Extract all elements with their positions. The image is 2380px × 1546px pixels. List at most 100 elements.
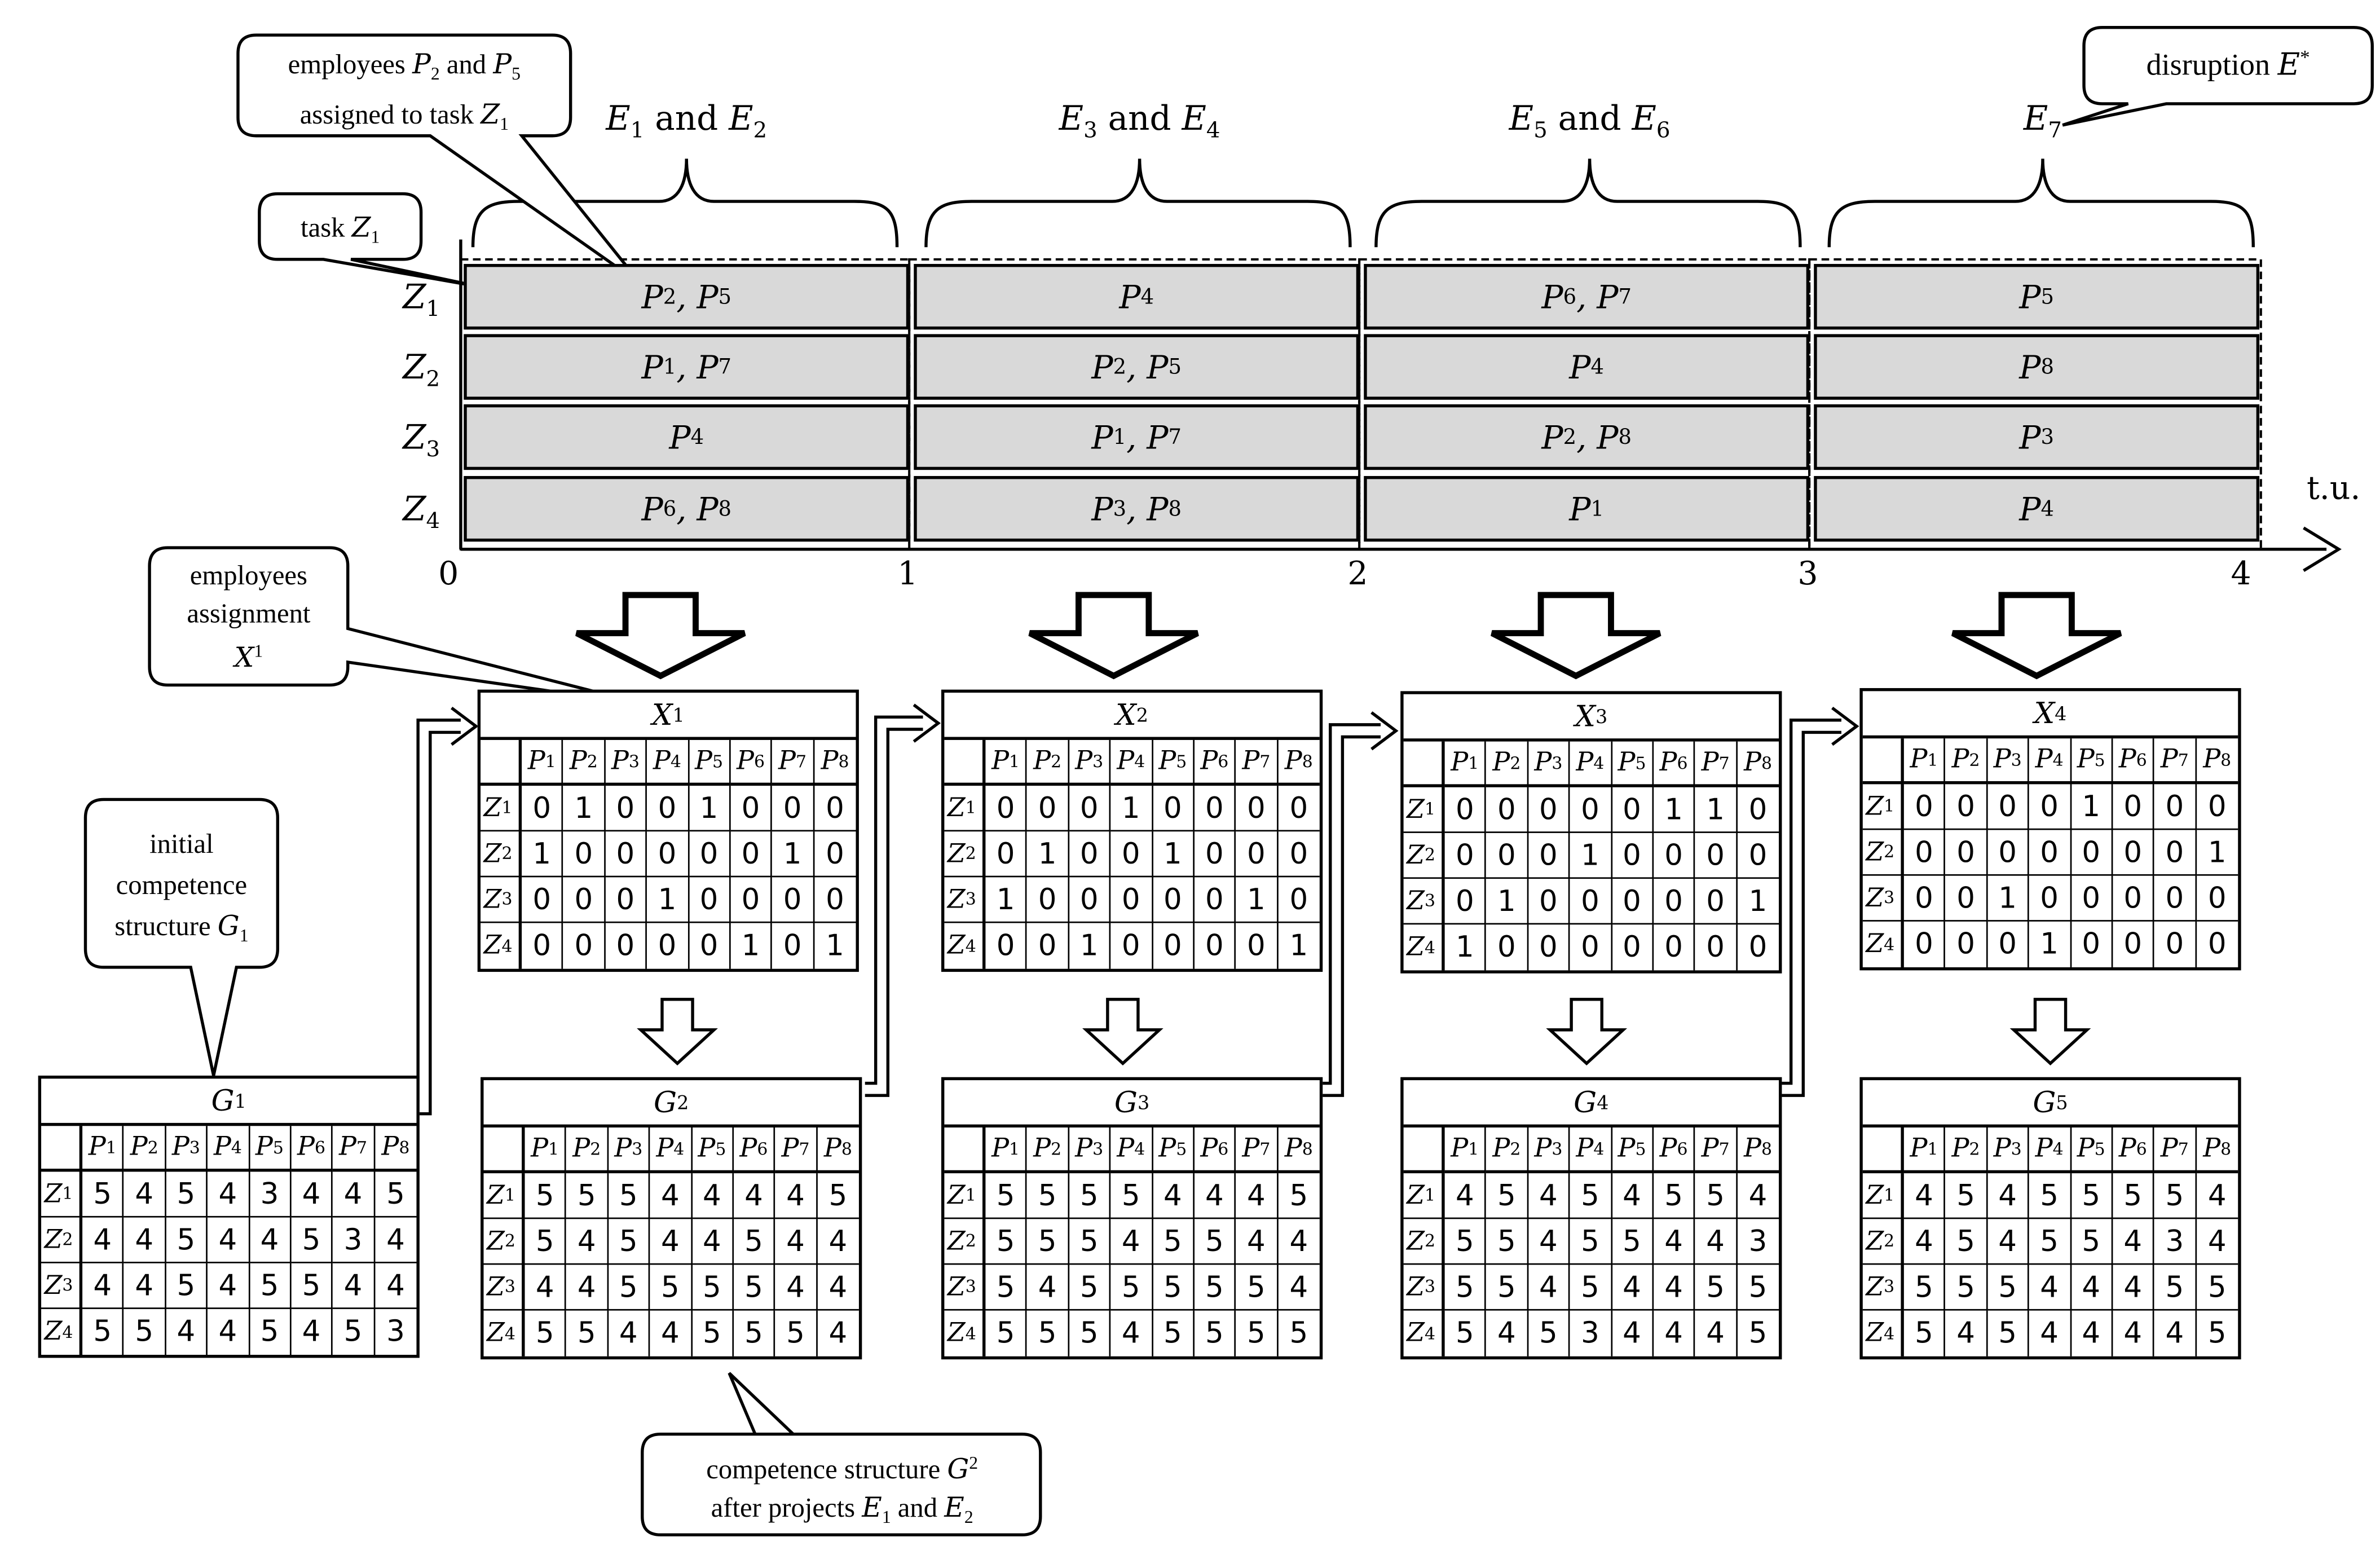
matrix-cell: 0 <box>1194 786 1236 832</box>
matrix-cell: 0 <box>1904 921 1946 967</box>
matrix-cell: 0 <box>1110 877 1153 923</box>
matrix-cell: 4 <box>1612 1310 1654 1356</box>
axis-tick-label: 1 <box>897 555 918 592</box>
matrix-cell: 0 <box>730 831 773 878</box>
matrix-cell: 5 <box>1236 1265 1278 1311</box>
matrix-cell: 5 <box>333 1309 375 1355</box>
matrix-cell: 4 <box>1903 1219 1946 1265</box>
matrix-cell: 5 <box>1153 1310 1195 1356</box>
matrix-cell: 4 <box>82 1263 125 1309</box>
period-label-1: E1 and E2 <box>606 100 768 144</box>
matrix-cell: 0 <box>2154 921 2197 967</box>
matrix-cell: 0 <box>2029 830 2072 876</box>
matrix-cell: 4 <box>1528 1219 1570 1265</box>
matrix-cell: 0 <box>2154 830 2197 876</box>
matrix-cell: 4 <box>2113 1265 2155 1311</box>
callout-after: competence structure G2 after projects E… <box>706 1453 979 1529</box>
matrix-cell: 0 <box>647 923 689 969</box>
matrix-cell: 4 <box>1987 1219 2029 1265</box>
matrix-cell: 4 <box>1277 1265 1320 1311</box>
matrix-cell: 5 <box>166 1217 208 1263</box>
matrix-cell: 4 <box>2029 1310 2072 1356</box>
matrix-cell: 5 <box>2196 1265 2238 1311</box>
matrix-cell: 5 <box>1945 1265 1987 1311</box>
brace-1 <box>471 158 899 248</box>
matrix-cell: 5 <box>1027 1173 1069 1219</box>
axis-tick-label: 4 <box>2231 555 2251 592</box>
matrix-cell: 0 <box>1277 877 1320 923</box>
matrix-cell: 0 <box>1236 923 1278 969</box>
matrix-cell: 1 <box>1236 877 1278 923</box>
matrix-cell: 0 <box>689 831 731 878</box>
matrix-cell: 5 <box>2154 1265 2197 1311</box>
matrix-cell: 5 <box>1069 1310 1111 1356</box>
matrix-cell: 1 <box>689 786 731 832</box>
matrix-cell: 0 <box>1903 784 1946 830</box>
matrix-cell: 5 <box>291 1217 333 1263</box>
matrix-cell: 5 <box>1486 1219 1528 1265</box>
matrix-cell: 3 <box>1736 1219 1779 1265</box>
matrix-cell: 5 <box>1945 1219 1987 1265</box>
matrix-cell: 4 <box>775 1219 817 1265</box>
matrix-cell: 0 <box>2196 876 2238 922</box>
matrix-cell: 0 <box>2113 830 2155 876</box>
matrix-cell: 0 <box>2113 784 2155 830</box>
matrix-cell: 0 <box>730 877 773 923</box>
matrix-cell: 3 <box>333 1217 375 1263</box>
matrix-cell: 4 <box>1110 1219 1153 1265</box>
matrix-cell: 4 <box>650 1310 692 1356</box>
matrix-cell: 0 <box>1987 784 2029 830</box>
matrix-cell: 4 <box>291 1171 333 1218</box>
matrix-cell: 5 <box>1903 1265 1946 1311</box>
matrix-cell: 4 <box>525 1265 567 1311</box>
matrix-cell: 0 <box>1653 879 1695 925</box>
matrix-cell: 3 <box>249 1171 292 1218</box>
matrix-cell: 4 <box>2196 1173 2238 1219</box>
matrix-cell: 4 <box>1236 1219 1278 1265</box>
matrix-cell: 0 <box>1153 923 1195 969</box>
matrix-cell: 0 <box>772 786 814 832</box>
matrix-cell: 0 <box>1528 879 1570 925</box>
matrix-cell: 5 <box>1570 1219 1612 1265</box>
matrix-cell: 5 <box>1069 1219 1111 1265</box>
matrix-cell: 1 <box>563 786 606 832</box>
matrix-cell: 5 <box>1695 1265 1737 1311</box>
brace-4 <box>1827 158 2255 248</box>
task-label-z3: Z3 <box>403 419 440 463</box>
matrix-cell: 4 <box>333 1171 375 1218</box>
matrix-cell: 4 <box>1027 1265 1069 1311</box>
matrix-cell: 5 <box>1570 1173 1612 1219</box>
